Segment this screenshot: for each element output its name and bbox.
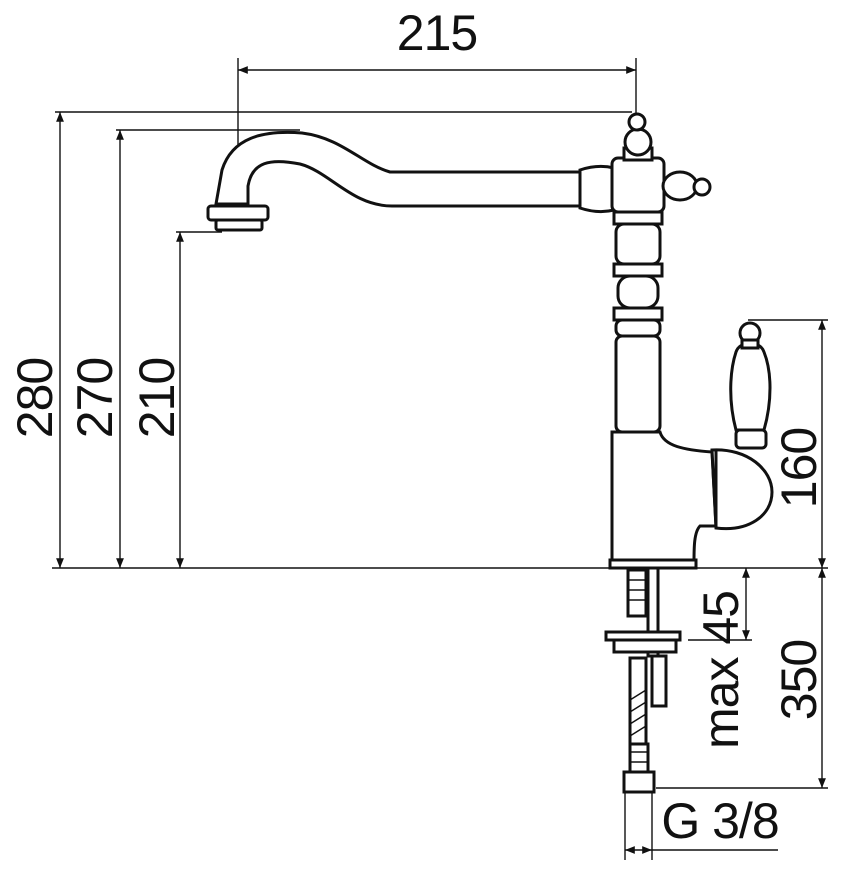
handle-stem: [734, 428, 768, 450]
underdeck-assembly: [604, 566, 682, 794]
column-segment-2: [616, 274, 660, 310]
lever-handle: [729, 341, 772, 432]
top-knob-ball: [623, 127, 653, 157]
rod-end: [650, 654, 668, 708]
handle-hub: [710, 448, 774, 531]
dim-spout-outlet-label: 210: [129, 358, 185, 438]
spout-collar: [578, 164, 616, 214]
fixing-nut: [612, 638, 678, 654]
top-knob-cap: [627, 112, 647, 132]
hose-fitting-top: [626, 568, 648, 618]
dim-deck-thickness-label: max 45: [693, 591, 749, 749]
column-segment-1: [614, 222, 662, 266]
dimension-lines: [52, 58, 828, 860]
aerator: [206, 204, 270, 222]
side-knob-cap: [692, 177, 712, 197]
side-knob: [661, 170, 699, 202]
dim-spout-top-label: 270: [67, 358, 123, 438]
column-segment-4: [614, 334, 662, 434]
spout: [214, 130, 586, 208]
base-body: [610, 430, 718, 564]
dim-hose-length-label: 350: [771, 640, 827, 720]
dim-reach-label: 215: [397, 5, 477, 61]
lever-cap-neck: [740, 338, 760, 350]
column-ring-2: [612, 262, 664, 278]
hose-fitting-bottom: [628, 742, 650, 774]
dim-thread-label: G 3/8: [661, 793, 778, 849]
faucet-outline: [206, 112, 774, 570]
dim-handle-height-label: 160: [771, 428, 827, 508]
aerator-tip: [214, 218, 264, 232]
column-ring-3: [612, 306, 664, 322]
column-ring-1: [612, 210, 664, 226]
connection-nut: [622, 770, 656, 794]
column-segment-3: [614, 318, 662, 338]
dim-total-height-label: 280: [7, 358, 63, 438]
top-hub: [610, 156, 666, 214]
